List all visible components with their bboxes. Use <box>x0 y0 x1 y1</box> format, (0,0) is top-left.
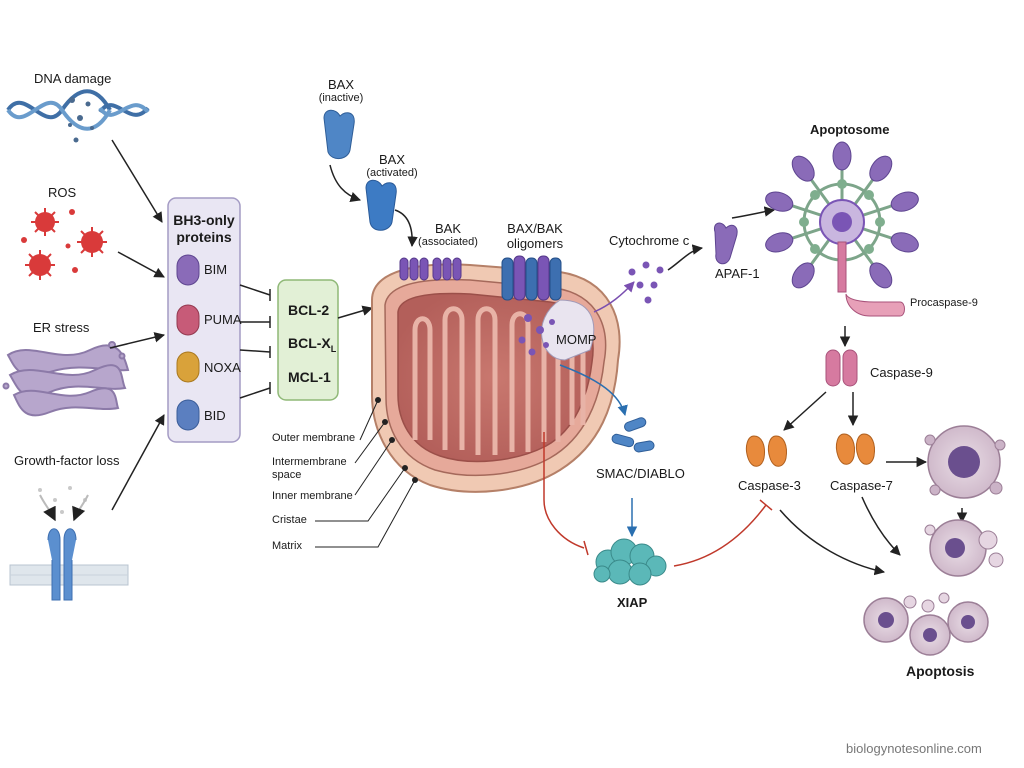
caspase7-icon <box>835 433 875 465</box>
xiap-icon <box>593 538 667 586</box>
bax-activated-label: BAX (activated) <box>366 152 417 180</box>
apaf-to-apoptosome-arrow <box>731 206 776 219</box>
caspase7-label: Caspase-7 <box>830 478 893 493</box>
smac-diablo-label: SMAC/DIABLO <box>596 466 685 481</box>
cytochrome-c-particles <box>628 261 664 304</box>
dna-damage-label: DNA damage <box>34 71 112 86</box>
bax-translocation-arrow <box>394 209 418 248</box>
casp7-to-apoptosis-arrow <box>861 496 901 556</box>
bclx-text: BCL-X <box>288 335 331 351</box>
mito-inhibits-xiap-line <box>543 432 589 556</box>
growth-factor-loss-label: Growth-factor loss <box>14 453 120 468</box>
bax-activated-line1: BAX <box>378 152 406 167</box>
puma-label: PUMA <box>204 312 242 327</box>
apaf1-icon <box>713 222 738 265</box>
mcl1-label: MCL-1 <box>288 369 331 385</box>
cristae-label: Cristae <box>272 514 307 526</box>
bak-line1: BAK <box>434 221 462 236</box>
anti-apoptotic-box <box>277 279 339 401</box>
credit-watermark: biologynotesonline.com <box>846 741 982 756</box>
intermembrane-line1: Intermembrane <box>272 456 347 468</box>
ros-icon <box>21 208 107 280</box>
bclxl-label: BCL-XL <box>288 336 336 357</box>
er-stress-icon <box>2 341 130 417</box>
bak-line2: (associated) <box>418 236 478 248</box>
xiap-label: XIAP <box>617 595 648 610</box>
bh3-protein-shapes <box>176 254 200 431</box>
apoptotic-cells-icon <box>863 425 1006 656</box>
oligomers-label: BAX/BAK oligomers <box>507 221 563 251</box>
bid-label: BID <box>204 408 226 423</box>
oligomers-line1: BAX/BAK <box>507 221 563 236</box>
cytochrome-c-label: Cytochrome c <box>609 233 690 248</box>
caspase9-label: Caspase-9 <box>870 365 933 380</box>
mito-label-leaders <box>315 397 418 548</box>
procaspase9-icon <box>845 293 905 317</box>
caspase3-label: Caspase-3 <box>738 478 801 493</box>
bak-proteins <box>399 257 462 281</box>
bax-inactive-label: BAX (inactive) <box>319 77 364 105</box>
inner-membrane-label: Inner membrane <box>272 490 353 502</box>
bax-activation-arrow <box>329 164 361 202</box>
cyt-c-to-apaf-arrow <box>667 244 704 271</box>
apaf1-label: APAF-1 <box>715 266 760 281</box>
mitochondrion <box>371 263 621 493</box>
bax-proteins <box>323 109 397 231</box>
bak-label: BAK (associated) <box>418 221 478 249</box>
smac-diablo-icon <box>611 417 655 453</box>
outer-membrane-label: Outer membrane <box>272 432 356 444</box>
cyt-c-release-arrow <box>593 281 635 313</box>
er-stress-label: ER stress <box>33 320 90 335</box>
apoptosome-label: Apoptosome <box>810 122 890 137</box>
bim-label: BIM <box>204 262 228 277</box>
bax-bak-oligomer-pore <box>501 255 562 301</box>
smac-release-arrow <box>559 364 628 417</box>
noxa-label: NOXA <box>204 360 241 375</box>
apoptosome-icon <box>765 141 919 293</box>
growth-factor-receptor-icon <box>9 486 129 601</box>
xiap-inhibits-casp3-line <box>673 499 773 567</box>
bax-activated-line2: (activated) <box>366 167 418 179</box>
casp9-to-casp3-arrow <box>783 391 827 431</box>
bh3-title-line1: BH3-only <box>173 212 235 228</box>
caspase9-icon <box>825 349 858 387</box>
caspase3-icon <box>745 435 787 467</box>
ros-label: ROS <box>48 185 77 200</box>
procaspase9-label: Procaspase-9 <box>910 297 978 309</box>
bcl2-label: BCL-2 <box>288 302 330 318</box>
intermembrane-label: Intermembrane space <box>272 456 347 482</box>
bh3-title-line2: proteins <box>176 229 232 245</box>
apoptosis-label: Apoptosis <box>906 663 975 679</box>
bcl-to-mito-arrow <box>337 305 374 319</box>
bclx-subscript: L <box>330 343 337 354</box>
stressor-arrows <box>109 139 166 511</box>
casp3-to-apoptosis-arrow <box>779 509 886 576</box>
momp-label: MOMP <box>556 332 597 347</box>
inhibition-arrows <box>239 284 271 399</box>
dna-damage-icon <box>6 89 150 143</box>
matrix-label: Matrix <box>272 540 302 552</box>
intermembrane-line2: space <box>272 469 302 481</box>
bh3-box-title: BH3-only proteins <box>173 212 234 246</box>
bax-inactive-line1: BAX <box>327 77 354 92</box>
oligomers-line2: oligomers <box>506 236 564 251</box>
bax-inactive-line2: (inactive) <box>318 92 364 104</box>
